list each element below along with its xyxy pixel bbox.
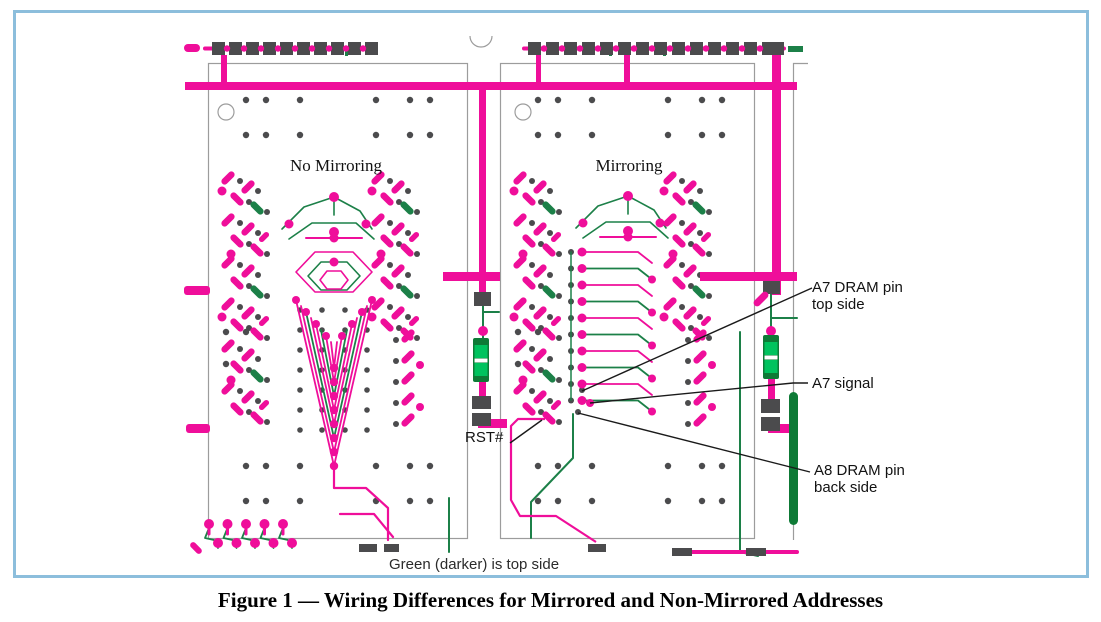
annotation-a7-dram-pin-line2: top side bbox=[812, 296, 865, 313]
mirroring-label: Mirroring bbox=[595, 156, 663, 175]
annotation-a8-dram-pin-line2: back side bbox=[814, 479, 878, 496]
green-traces bbox=[204, 46, 803, 557]
dark-pads bbox=[212, 42, 784, 556]
green-top-side-note: Green (darker) is top side bbox=[389, 556, 560, 573]
trace-capsules bbox=[190, 171, 769, 554]
annotation-rst: RST# bbox=[465, 429, 504, 446]
components bbox=[473, 335, 798, 525]
figure-caption: Figure 1 — Wiring Differences for Mirror… bbox=[217, 588, 884, 612]
callout-lines bbox=[509, 287, 813, 473]
annotation-a7-dram-pin-line1: A7 DRAM pin bbox=[812, 279, 903, 296]
vias bbox=[204, 45, 776, 548]
annotation-a7-dram-pin: A7 DRAM pin top side bbox=[812, 279, 903, 313]
magenta-traces bbox=[184, 44, 799, 554]
annotation-a7-signal: A7 signal bbox=[812, 375, 874, 392]
no-mirroring-label: No Mirroring bbox=[289, 156, 383, 175]
annotation-a8-dram-pin: A8 DRAM pin back side bbox=[814, 462, 905, 496]
annotation-a8-dram-pin-line1: A8 DRAM pin bbox=[814, 462, 905, 479]
